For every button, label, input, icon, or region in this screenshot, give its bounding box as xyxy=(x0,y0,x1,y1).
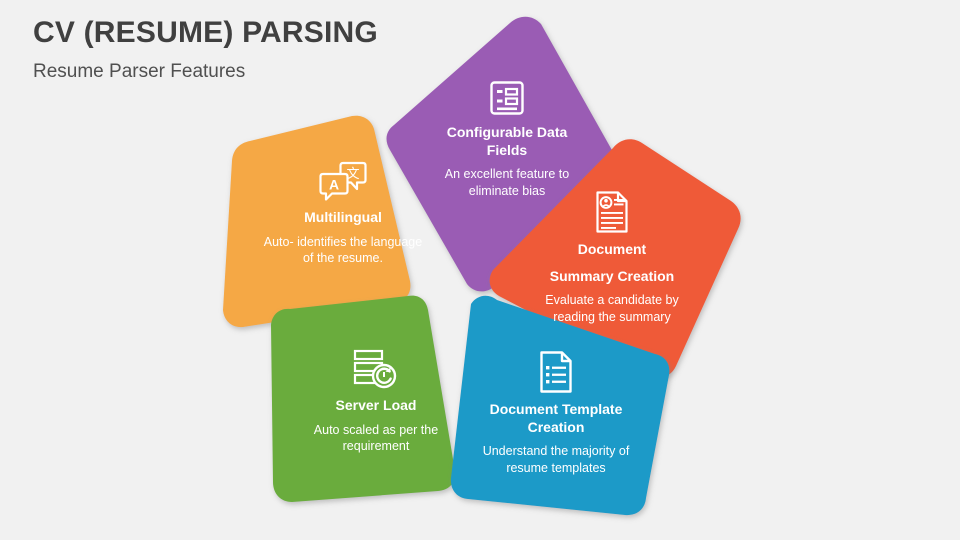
petal-document-template-creation[interactable] xyxy=(450,295,670,516)
petal-multilingual[interactable] xyxy=(223,115,411,328)
page-title: CV (RESUME) PARSING xyxy=(33,16,378,49)
header: CV (RESUME) PARSING Resume Parser Featur… xyxy=(33,16,378,83)
petal-server-load[interactable] xyxy=(271,295,456,502)
page-subtitle: Resume Parser Features xyxy=(33,60,246,82)
petal-document-summary-creation[interactable] xyxy=(489,139,741,378)
